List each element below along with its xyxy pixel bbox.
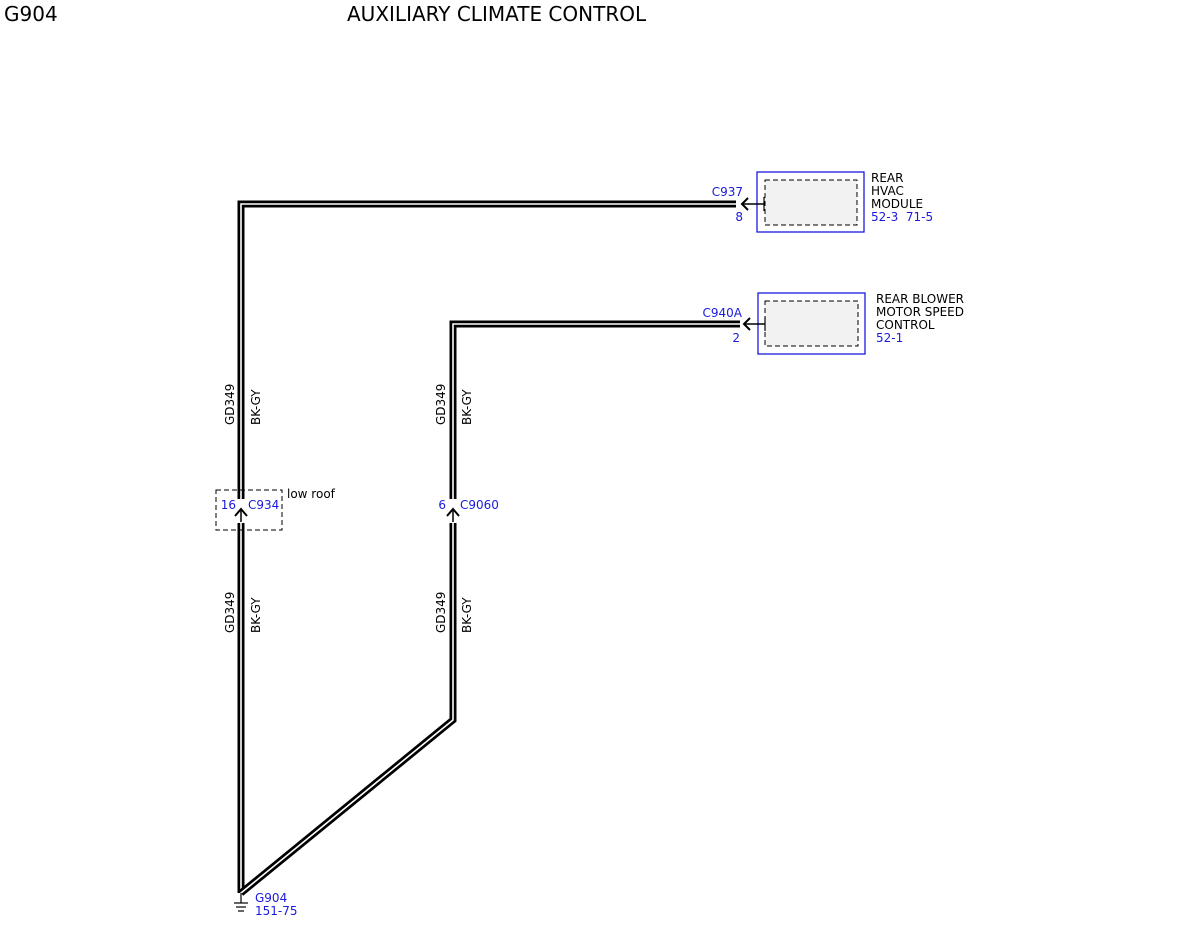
page-id: G904 (4, 2, 58, 26)
connector-c940a[interactable]: C940A 2 (703, 306, 766, 345)
rear-hvac-module-name-line1: REAR (871, 171, 903, 185)
rear-hvac-module[interactable]: REAR HVAC MODULE 52-3 71-5 (756, 171, 933, 233)
ground-g904[interactable]: G904 151-75 (234, 891, 298, 918)
rear-blower-motor-speed-control[interactable]: REAR BLOWER MOTOR SPEED CONTROL 52-1 (757, 292, 964, 355)
wire-left-upper-circuit: GD349 (223, 384, 237, 425)
c934-pin: 16 (221, 498, 236, 512)
ground-g904-label: G904 (255, 891, 287, 905)
inline-connector-c934[interactable]: 16 C934 low roof (215, 487, 336, 531)
rear-blower-name-line3: CONTROL (876, 318, 935, 332)
c934-note: low roof (287, 487, 336, 501)
wire-right-upper-color: BK-GY (460, 389, 474, 425)
connector-c937-pin: 8 (735, 210, 743, 224)
rear-blower-name-line1: REAR BLOWER (876, 292, 964, 306)
inline-connector-c9060[interactable]: 6 C9060 (438, 498, 499, 523)
wire-left-upper[interactable] (237, 200, 736, 500)
c934-dashed-outline (215, 489, 283, 531)
c9060-pin: 6 (438, 498, 446, 512)
rear-blower-name-line2: MOTOR SPEED (876, 305, 964, 319)
wire-right-upper-circuit: GD349 (434, 384, 448, 425)
wire-left-lower-color: BK-GY (249, 597, 263, 633)
rear-hvac-module-housing (764, 179, 858, 226)
ground-icon (234, 902, 248, 912)
page-title: AUXILIARY CLIMATE CONTROL (347, 2, 647, 26)
connector-c937[interactable]: C937 8 (712, 185, 765, 224)
wire-right-lower-color: BK-GY (460, 597, 474, 633)
connector-c937-label: C937 (712, 185, 743, 199)
wire-right-upper[interactable] (449, 320, 740, 500)
rear-hvac-module-refs[interactable]: 52-3 71-5 (871, 210, 933, 224)
connector-c940a-label: C940A (703, 306, 743, 320)
connector-c937-arrow-icon (740, 197, 749, 211)
rear-blower-refs[interactable]: 52-1 (876, 331, 903, 345)
wire-right-lower[interactable] (238, 522, 457, 896)
ground-g904-ref[interactable]: 151-75 (255, 904, 298, 918)
wire-left-lower-circuit: GD349 (223, 592, 237, 633)
c934-label: C934 (248, 498, 279, 512)
rear-hvac-module-name-line2: HVAC (871, 184, 904, 198)
c9060-label: C9060 (460, 498, 499, 512)
rear-hvac-module-name-line3: MODULE (871, 197, 923, 211)
connector-c940a-arrow-icon (742, 317, 751, 331)
rear-blower-housing (764, 300, 859, 347)
wire-right-lower-circuit: GD349 (434, 592, 448, 633)
connector-c940a-pin: 2 (732, 331, 740, 345)
wire-left-upper-color: BK-GY (249, 389, 263, 425)
